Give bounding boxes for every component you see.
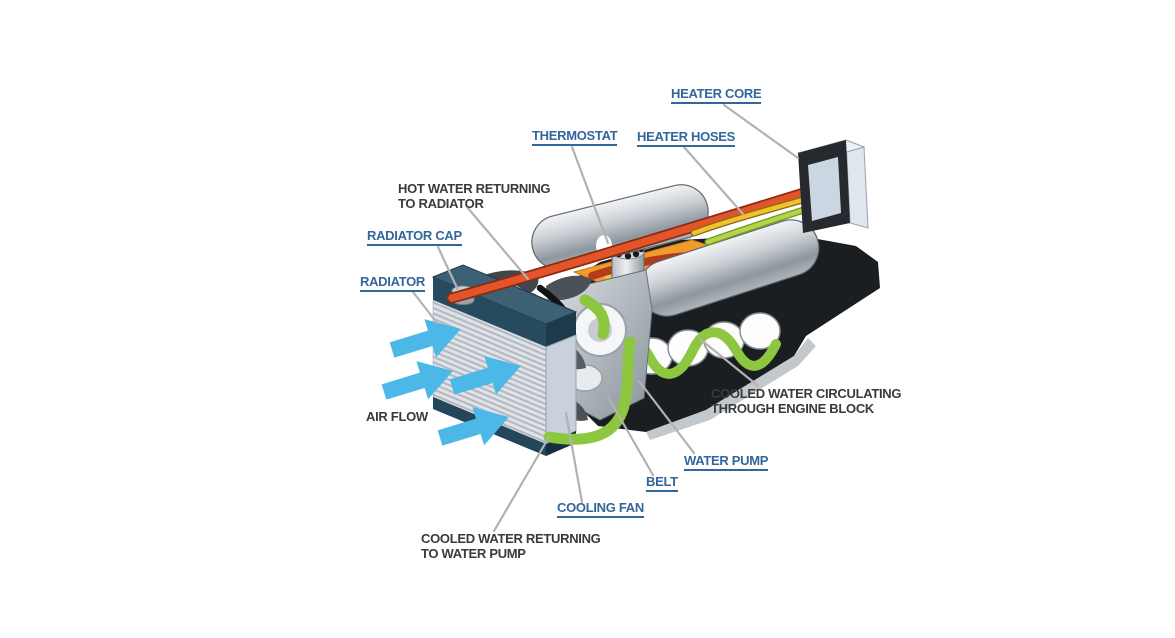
- leader-heater-core: [722, 103, 800, 160]
- leader-lines: [411, 103, 800, 533]
- label-line: COOLED WATER CIRCULATING: [711, 386, 902, 401]
- label-water-pump[interactable]: WATER PUMP: [684, 453, 768, 471]
- label-heater-hoses[interactable]: HEATER HOSES: [637, 129, 735, 147]
- label-thermostat[interactable]: THERMOSTAT: [532, 128, 618, 146]
- leader-radiator-cap: [436, 245, 460, 292]
- label-heater-core[interactable]: HEATER CORE: [671, 86, 762, 104]
- label-line: THROUGH ENGINE BLOCK: [711, 401, 875, 416]
- leader-circulating: [698, 337, 759, 387]
- hot-water-hose: [446, 182, 826, 304]
- leader-heater-hoses: [682, 145, 745, 216]
- leader-water-pump: [637, 379, 696, 455]
- label-belt[interactable]: BELT: [646, 474, 678, 492]
- label-line: HOT WATER RETURNING: [398, 181, 551, 196]
- label-cooling-fan[interactable]: COOLING FAN: [557, 500, 644, 518]
- label-cooled-water-circulating: COOLED WATER CIRCULATING THROUGH ENGINE …: [711, 386, 902, 416]
- leader-cooled-returning: [492, 435, 551, 533]
- heater-hoses: [690, 195, 814, 246]
- leader-cooling-fan: [564, 411, 584, 504]
- label-radiator-cap[interactable]: RADIATOR CAP: [367, 228, 462, 246]
- leader-hot-water: [465, 205, 530, 281]
- label-air-flow: AIR FLOW: [366, 409, 428, 424]
- leader-belt: [606, 395, 655, 477]
- heater-core: [796, 139, 869, 233]
- leader-radiator: [411, 290, 439, 325]
- label-radiator[interactable]: RADIATOR: [360, 274, 425, 292]
- fan-blade: [546, 275, 592, 301]
- leader-thermostat: [570, 145, 610, 245]
- label-line: TO WATER PUMP: [421, 546, 526, 561]
- coolant-hose-return: [543, 336, 636, 445]
- label-line: TO RADIATOR: [398, 196, 484, 211]
- label-cooled-water-returning: COOLED WATER RETURNING TO WATER PUMP: [421, 531, 601, 561]
- label-hot-water-returning: HOT WATER RETURNING TO RADIATOR: [398, 181, 551, 211]
- label-line: COOLED WATER RETURNING: [421, 531, 601, 546]
- coolant-hose-front-hook: [579, 294, 610, 340]
